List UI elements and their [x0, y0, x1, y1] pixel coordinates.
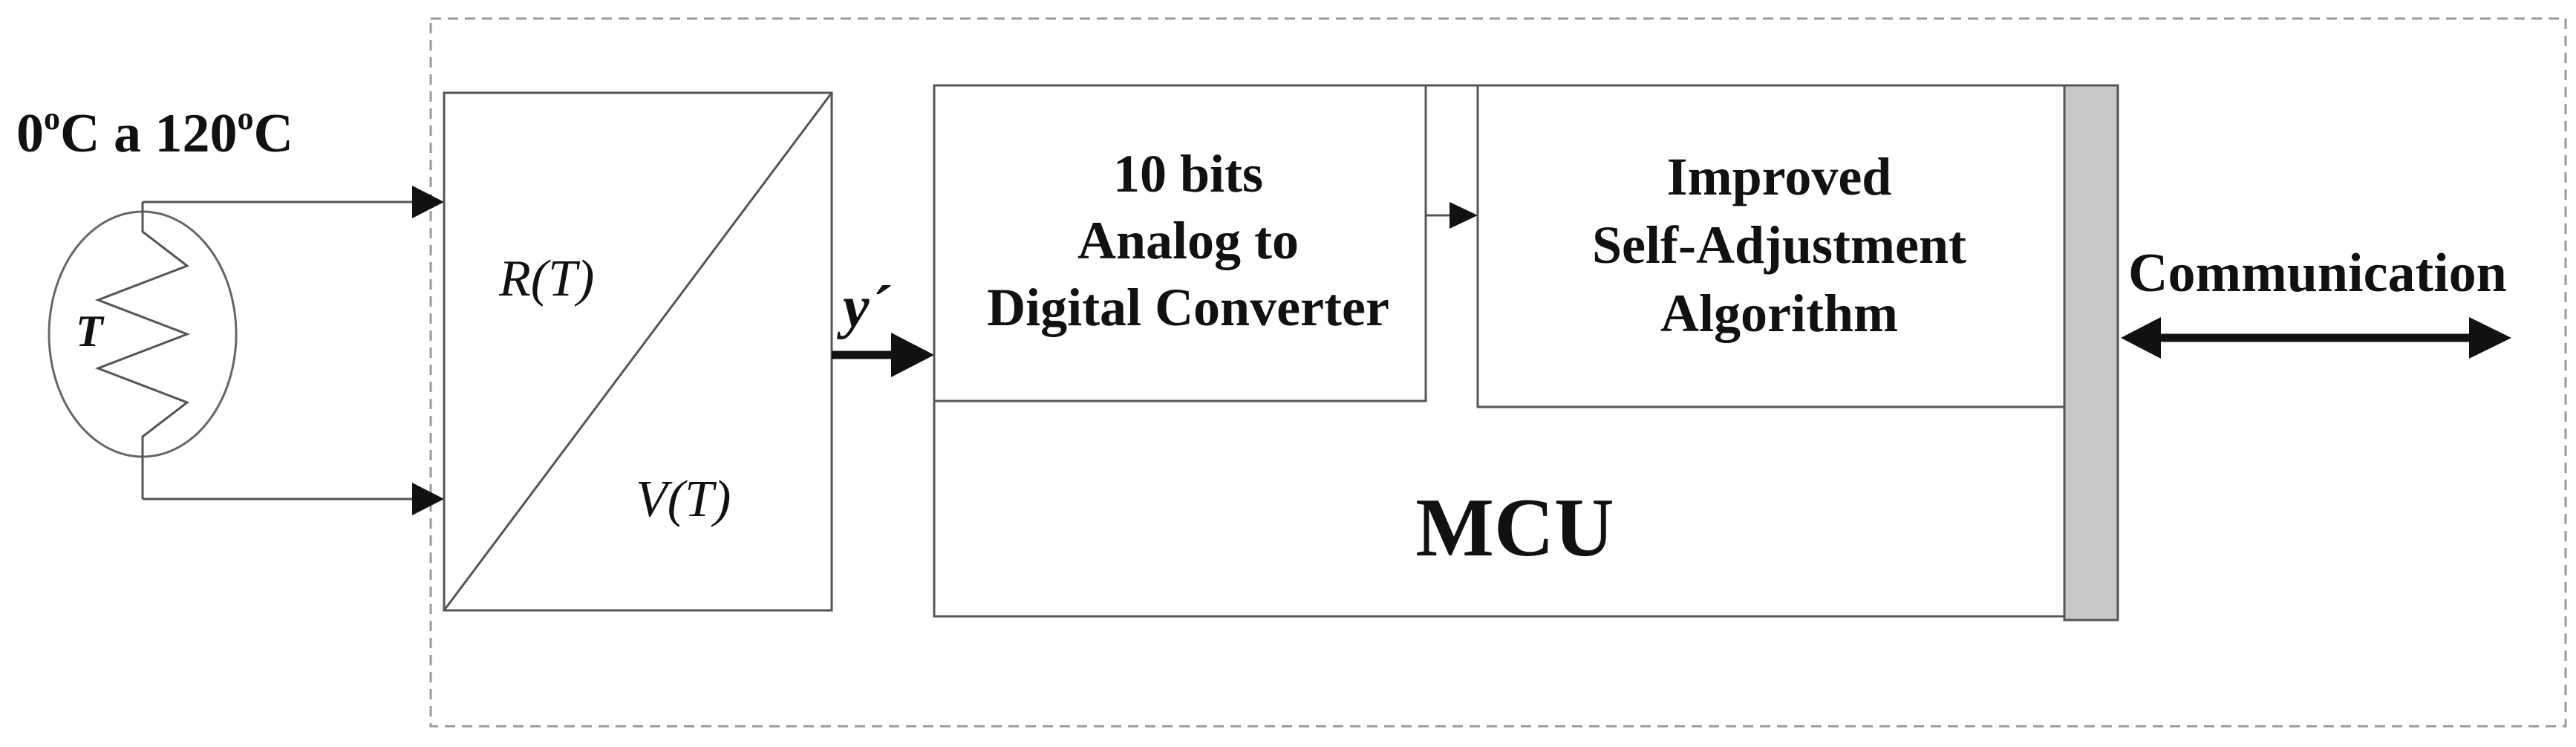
resistance-voltage-converter: R(T) V(T) — [443, 91, 833, 612]
algorithm-line-2: Self-Adjustment — [1592, 215, 1966, 275]
sensor-label: T — [76, 307, 105, 356]
communication-label: Communication — [2128, 243, 2507, 304]
adc-line-3: Digital Converter — [987, 278, 1389, 337]
adc-line-2: Analog to — [1077, 211, 1299, 270]
adc-to-algorithm-arrow — [1426, 202, 1478, 229]
algorithm-line-1: Improved — [1667, 147, 1892, 206]
temperature-range-label: 0oC a 120oC — [16, 100, 293, 164]
communication-arrow: Communication — [2121, 243, 2511, 359]
resistance-label: R(T) — [498, 250, 594, 307]
thermistor-icon: T — [48, 202, 238, 466]
algorithm-line-3: Algorithm — [1660, 284, 1898, 343]
mcu-block: MCU — [933, 84, 2066, 618]
signal-arrow: y´ — [832, 275, 934, 377]
mcu-label: MCU — [1415, 482, 1614, 574]
voltage-label: V(T) — [636, 471, 731, 528]
adc-line-1: 10 bits — [1113, 144, 1263, 203]
signal-label: y´ — [836, 275, 891, 340]
communication-port — [2063, 84, 2119, 622]
system-boundary — [429, 17, 2567, 728]
adc-block: 10 bits Analog to Digital Converter — [933, 84, 1427, 402]
algorithm-block: Improved Self-Adjustment Algorithm — [1476, 84, 2066, 408]
sensor-wires — [141, 186, 444, 515]
